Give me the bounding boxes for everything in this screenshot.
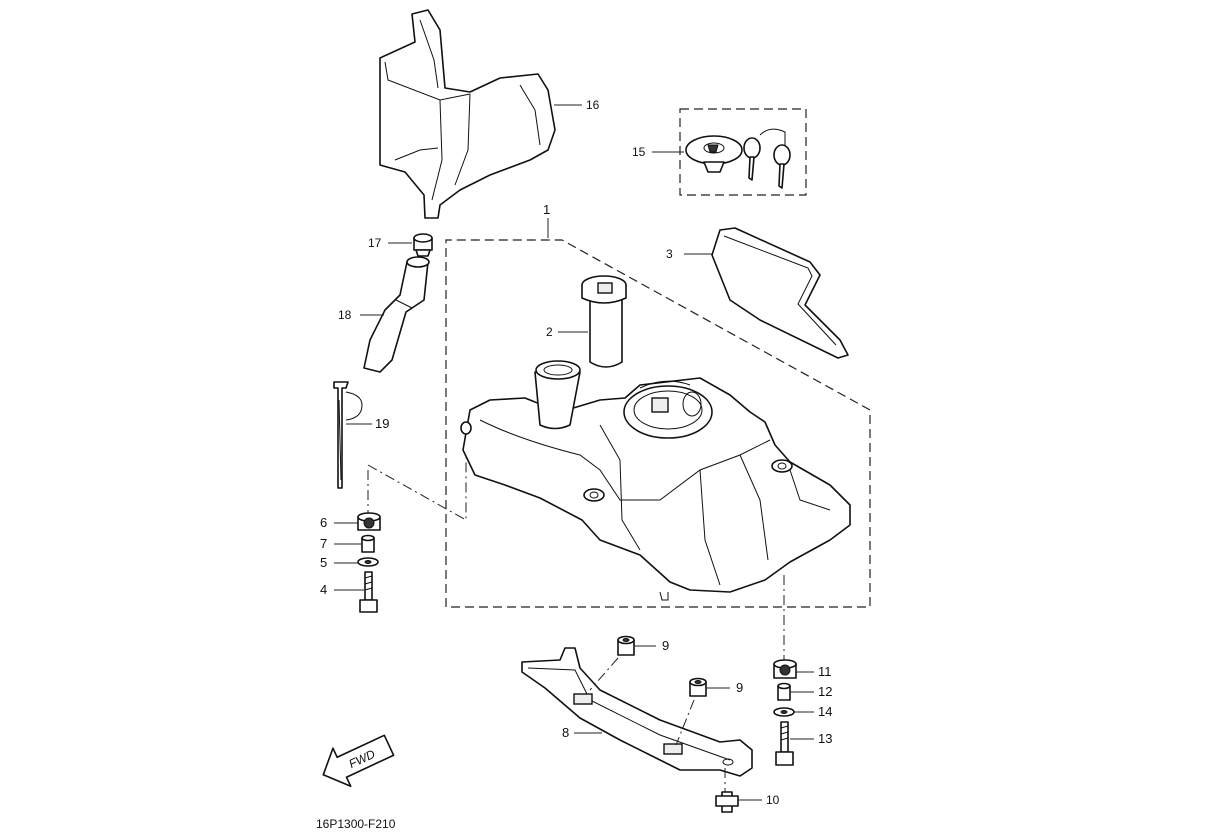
callout-6: 6 — [320, 515, 327, 530]
diagram-code: 16P1300-F210 — [316, 817, 396, 831]
part-8-mounting-bracket[interactable] — [521, 647, 753, 777]
part-12-collar[interactable] — [777, 682, 791, 701]
callout-2: 2 — [546, 325, 553, 339]
part-15-fuel-cap-with-keys[interactable] — [685, 128, 791, 189]
mount-line-bracket-a — [589, 657, 619, 691]
part-3-tank-pad[interactable] — [711, 227, 849, 359]
callout-10: 10 — [766, 793, 780, 807]
callout-14: 14 — [818, 704, 832, 719]
callout-17: 17 — [368, 236, 382, 250]
callout-12: 12 — [818, 684, 832, 699]
callout-7: 7 — [320, 536, 327, 551]
callout-4: 4 — [320, 582, 327, 597]
part-14-washer[interactable] — [773, 707, 795, 717]
part-10-bolt[interactable] — [715, 791, 739, 813]
part-16-tank-cover[interactable] — [379, 9, 556, 219]
part-19-cable-tie[interactable] — [333, 381, 363, 489]
mount-line-left — [367, 455, 467, 521]
part-11-rubber-damper[interactable] — [773, 659, 797, 679]
callout-8: 8 — [562, 725, 569, 740]
part-2-filler-tube[interactable] — [581, 275, 627, 368]
callout-16: 16 — [586, 98, 600, 112]
callout-11: 11 — [818, 664, 832, 679]
callout-13: 13 — [818, 731, 832, 746]
callout-15: 15 — [632, 145, 646, 159]
part-4-bolt[interactable] — [359, 571, 378, 613]
callout-9-lower: 9 — [736, 680, 743, 695]
callout-1: 1 — [543, 202, 550, 217]
part-9-collar-lower[interactable] — [689, 677, 707, 697]
mount-line-bracket-b — [675, 699, 695, 746]
callout-18: 18 — [338, 308, 352, 322]
callout-5: 5 — [320, 555, 327, 570]
fwd-direction-arrow: FWD — [322, 734, 395, 788]
callout-3: 3 — [666, 247, 673, 261]
part-7-collar[interactable] — [361, 534, 375, 553]
part-17-hose-fitting[interactable] — [413, 233, 433, 257]
part-9-collar-upper[interactable] — [617, 635, 635, 656]
callout-19: 19 — [375, 416, 389, 431]
part-13-bolt[interactable] — [775, 721, 794, 766]
part-18-breather-hose[interactable] — [363, 256, 430, 373]
part-1-fuel-tank[interactable] — [460, 360, 851, 601]
part-6-rubber-damper[interactable] — [357, 512, 381, 531]
callout-9-upper: 9 — [662, 638, 669, 653]
part-5-washer[interactable] — [357, 557, 379, 567]
assembly-1-boundary — [445, 239, 871, 608]
